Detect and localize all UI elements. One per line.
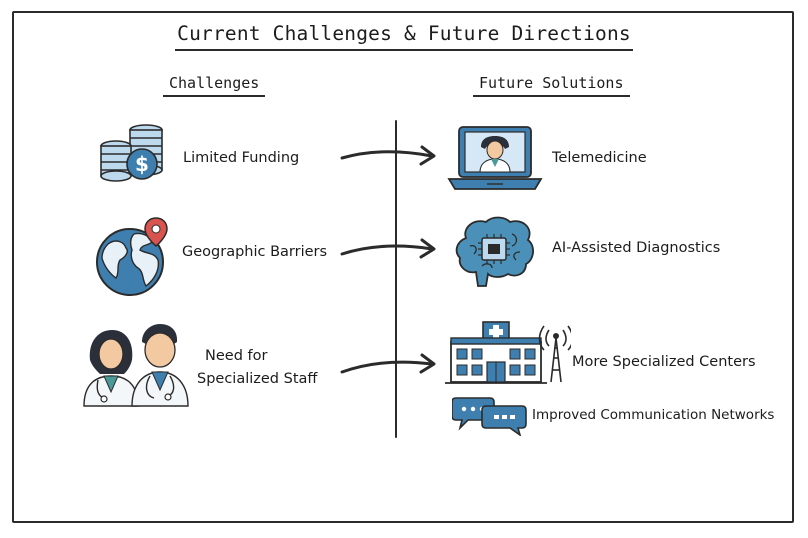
globe-pin-icon [96,217,168,296]
chat-bubbles-icon [452,397,527,436]
challenge-need-for-label-line1: Need for [205,348,268,364]
solution-specialized-centers-label: More Specialized Centers [572,354,756,370]
challenges-header: Challenges [163,74,266,97]
laptop-doctor-icon [447,126,543,190]
coins-dollar-icon: $ [100,124,163,182]
solution-telemedicine-label: Telemedicine [552,150,647,166]
arrow-funding-to-telemedicine [340,145,436,166]
arrow-geographic-to-ai [340,238,436,259]
future-solutions-header: Future Solutions [473,74,630,97]
hospital-tower-icon [445,321,571,384]
diagram-title: Current Challenges & Future Directions [175,22,633,51]
solution-ai-diagnostics-label: AI-Assisted Diagnostics [552,240,721,256]
brain-chip-icon [455,216,534,287]
arrow-staff-to-centers [340,353,436,374]
challenge-specialized-staff-label-line2: Specialized Staff [197,371,318,387]
diagram-title-wrap: Current Challenges & Future Directions [0,22,808,51]
svg-text:$: $ [135,152,149,176]
center-divider [395,120,397,438]
solution-communication-networks-label: Improved Communication Networks [532,407,775,423]
challenge-geographic-barriers-label: Geographic Barriers [182,244,328,260]
challenge-limited-funding-label: Limited Funding [183,150,300,166]
doctors-icon [83,324,189,407]
